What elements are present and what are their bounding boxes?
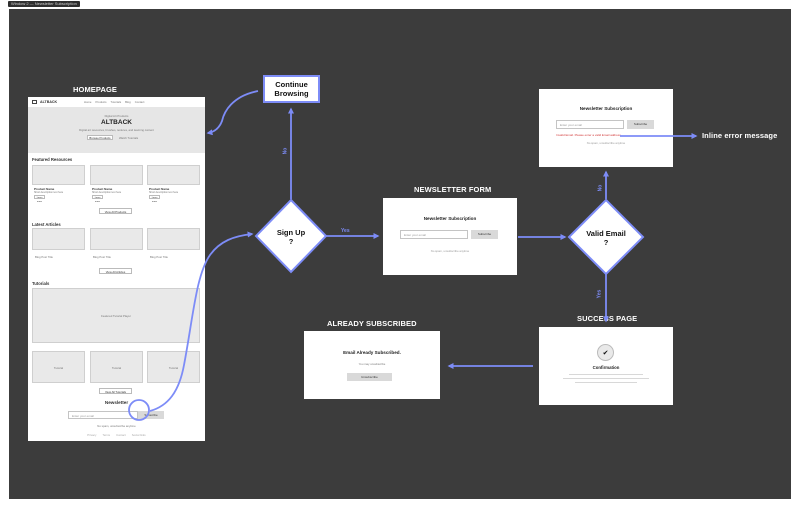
text-line (575, 382, 637, 383)
nav-item-home[interactable]: Home (84, 100, 92, 104)
product-card: Product Name Short description text here… (147, 165, 200, 205)
product-learn-button[interactable]: Learn more (92, 195, 103, 203)
text-line (563, 378, 649, 379)
product-image (90, 165, 143, 185)
newsletter-form-wireframe: Newsletter Subscription Enter your email… (383, 198, 517, 275)
product-name: Product Name (34, 187, 55, 191)
edge-label-signup-yes: Yes (341, 228, 350, 234)
homepage-privacy-note: No spam, unsubscribe anytime (97, 424, 136, 428)
tutorials-title: Tutorials (32, 281, 50, 286)
tutorial-label: Tutorial (111, 366, 122, 370)
text-line (569, 374, 643, 375)
homepage-subscribe-button[interactable]: Subscribe (138, 411, 164, 419)
form-subscribe-button[interactable]: Subscribe (471, 230, 498, 239)
form-email-input[interactable]: Enter your email (400, 230, 468, 239)
label-newsletter-form: NEWSLETTER FORM (414, 185, 492, 194)
homepage-email-input[interactable]: Enter your email (68, 411, 138, 419)
edge-label-signup-no: No (282, 147, 289, 155)
already-subscribed-wireframe: Email Already Subscribed. You may unsubs… (304, 331, 440, 399)
article-title[interactable]: Blog Post Title (93, 255, 111, 259)
hero-title: ALTBACK (101, 119, 132, 126)
top-nav: Home Products Tutorials Blog Contact (84, 100, 144, 104)
error-form-note: No spam, unsubscribe anytime (586, 141, 626, 145)
error-form-wireframe: Newsletter Subscription Enter your email… (539, 89, 673, 167)
tutorial-label: Tutorial (168, 366, 179, 370)
hero-subtitle: Digital art resources, brushes, textures… (79, 128, 154, 132)
sign-up-label: Sign Up ? (276, 228, 306, 246)
hero (28, 107, 205, 153)
label-success-page: SUCCESS PAGE (577, 314, 638, 323)
logo: ALTBACK (40, 99, 58, 104)
product-desc: Short description text here (92, 191, 122, 194)
already-title: Email Already Subscribed. (343, 350, 401, 355)
label-homepage: HOMEPAGE (73, 85, 117, 94)
footer-link[interactable]: Terms (102, 433, 111, 437)
nav-item-tutorials[interactable]: Tutorials (110, 100, 122, 104)
error-form-title: Newsletter Subscription (579, 106, 633, 111)
newsletter-title: Newsletter (104, 400, 129, 405)
frame-tag: Window 2 — Newsletter Subscription (8, 1, 80, 7)
nav-item-blog[interactable]: Blog (125, 100, 131, 104)
product-learn-button[interactable]: Learn more (34, 195, 45, 203)
edge-label-valid-yes: Yes (596, 289, 603, 299)
footer-links: Privacy Terms Contact Social links (28, 433, 205, 437)
featured-tutorial-label: Featured Tutorial Player (101, 314, 131, 318)
label-already-subscribed: ALREADY SUBSCRIBED (327, 319, 417, 328)
menu-icon (32, 100, 37, 104)
watch-tutorials-link[interactable]: Watch Tutorials (119, 136, 139, 140)
product-name: Product Name (92, 187, 113, 191)
already-subtitle: You may unsubscribe (358, 362, 386, 366)
footer-link[interactable]: Privacy (87, 433, 97, 437)
hero-kicker: Digital Art Products (104, 114, 129, 118)
product-name: Product Name (149, 187, 170, 191)
articles-title: Latest Articles (32, 222, 61, 227)
view-products-button[interactable]: View All Products (99, 208, 132, 214)
featured-title: Featured Resources (32, 157, 73, 162)
tutorial-label: Tutorial (53, 366, 64, 370)
view-tutorials-button[interactable]: View All Tutorials (99, 388, 132, 394)
tutorial-thumb[interactable] (90, 351, 143, 383)
footer-link[interactable]: Social links (131, 433, 146, 437)
product-desc: Short description text here (34, 191, 64, 194)
article-title[interactable]: Blog Post Title (150, 255, 168, 259)
error-email-input[interactable]: Enter your email (556, 120, 624, 129)
error-subscribe-button[interactable]: Subscribe (627, 120, 654, 129)
edge-label-valid-no: No (597, 184, 604, 192)
success-page-wireframe: ✔ Confirmation (539, 327, 673, 405)
product-desc: Short description text here (149, 191, 179, 194)
product-image (147, 165, 200, 185)
view-articles-button[interactable]: View All Articles (99, 268, 132, 274)
unsubscribe-button[interactable]: Unsubscribe (347, 373, 392, 381)
product-card: Product Name Short description text here… (32, 165, 85, 205)
article-image (90, 228, 143, 250)
product-image (32, 165, 85, 185)
nav-item-products[interactable]: Products (95, 100, 107, 104)
product-learn-button[interactable]: Learn more (149, 195, 160, 203)
form-note: No spam, unsubscribe anytime (430, 249, 470, 253)
confirmation-title: Confirmation (592, 365, 620, 370)
tutorial-thumb[interactable] (32, 351, 85, 383)
product-card: Product Name Short description text here… (90, 165, 143, 205)
valid-email-label: Valid Email ? (586, 229, 626, 247)
continue-browsing-node (263, 75, 320, 103)
inline-error-text: Invalid Email. Please enter a valid Emai… (556, 133, 622, 137)
form-title: Newsletter Subscription (423, 216, 477, 221)
check-icon: ✔ (597, 344, 614, 361)
footer-link[interactable]: Contact (116, 433, 126, 437)
nav-item-contact[interactable]: Contact (134, 100, 145, 104)
homepage-wireframe: ALTBACK Home Products Tutorials Blog Con… (28, 97, 205, 441)
article-title[interactable]: Blog Post Title (35, 255, 53, 259)
label-inline-error: Inline error message (702, 131, 778, 140)
article-image (147, 228, 200, 250)
continue-browsing-label: Continue Browsing (274, 80, 309, 98)
browse-products-button[interactable]: Browse Products (87, 135, 113, 140)
article-image (32, 228, 85, 250)
